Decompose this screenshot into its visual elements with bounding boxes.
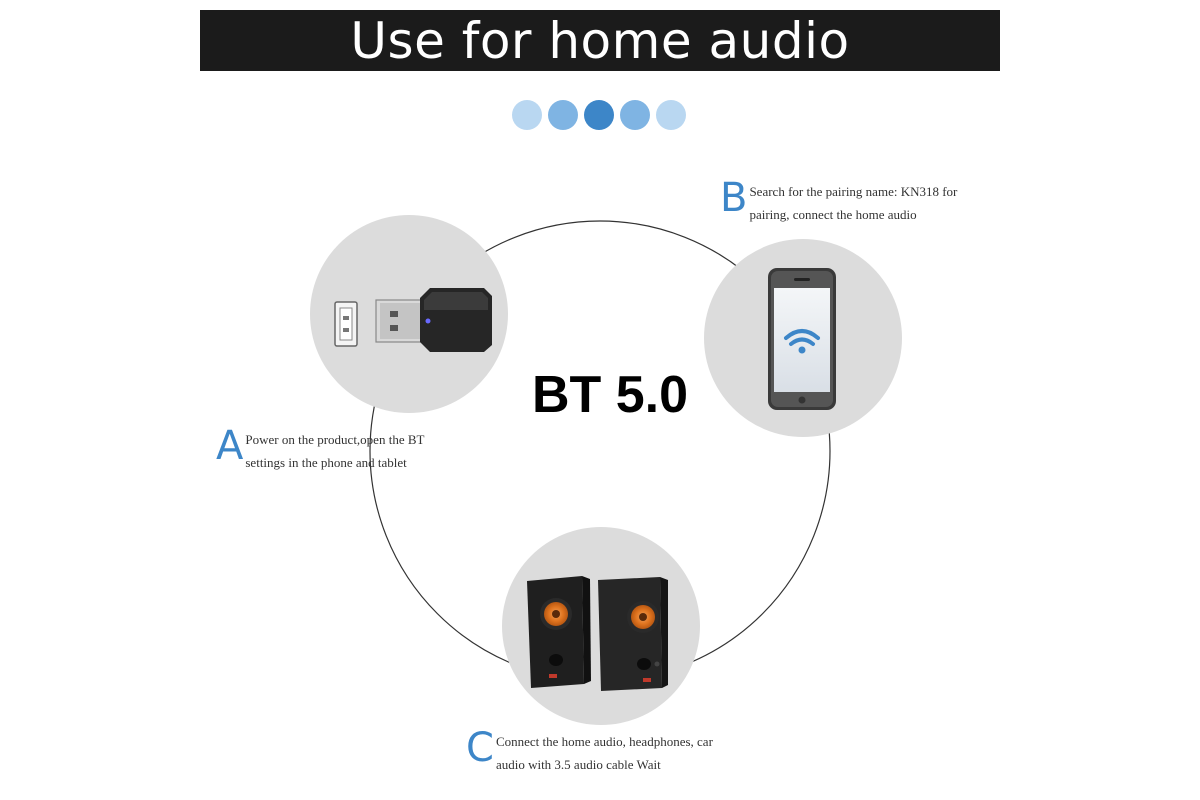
step-description: Power on the product,open the BT setting… xyxy=(245,426,424,474)
title-banner: Use for home audio xyxy=(200,10,1000,71)
step-letter: C xyxy=(466,725,494,771)
pager-dot xyxy=(584,100,614,130)
step-text-line: Search for the pairing name: KN318 for xyxy=(749,184,958,199)
step-a: A Power on the product,open the BT setti… xyxy=(216,426,424,474)
step-b: B Search for the pairing name: KN318 for… xyxy=(720,178,957,226)
banner-title: Use for home audio xyxy=(350,11,850,70)
step-c: C Connect the home audio, headphones, ca… xyxy=(466,728,713,776)
step-text-line: audio with 3.5 audio cable Wait xyxy=(495,757,661,772)
step-text-line: pairing, connect the home audio xyxy=(749,207,917,222)
center-label: BT 5.0 xyxy=(531,366,689,424)
speakers-icon xyxy=(502,527,700,725)
step-text-line: Power on the product,open the BT xyxy=(245,432,425,447)
pager-dots xyxy=(512,100,686,130)
step-text-line: settings in the phone and tablet xyxy=(245,455,407,470)
step-description: Search for the pairing name: KN318 for p… xyxy=(749,178,957,226)
step-description: Connect the home audio, headphones, car … xyxy=(496,728,713,776)
usb-bluetooth-adapter-icon xyxy=(310,215,508,413)
step-letter: A xyxy=(216,423,244,469)
smartphone-wifi-icon xyxy=(704,239,902,437)
step-letter: B xyxy=(720,175,748,221)
pager-dot xyxy=(656,100,686,130)
pager-dot xyxy=(620,100,650,130)
pager-dot xyxy=(548,100,578,130)
pager-dot xyxy=(512,100,542,130)
step-text-line: Connect the home audio, headphones, car xyxy=(495,734,713,749)
